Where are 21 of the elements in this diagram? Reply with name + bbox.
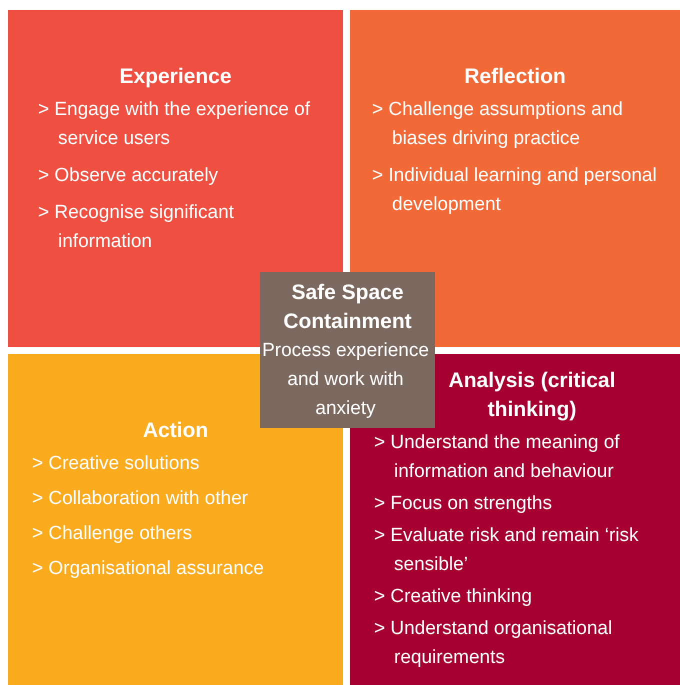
panel-heading: Action xyxy=(142,418,210,444)
panel-heading: Reflection xyxy=(463,64,567,90)
bullet-item: > Creative solutions xyxy=(32,452,200,476)
bullet-item: > Collaboration with other xyxy=(32,487,249,511)
bullet-item: > Recognise significant information xyxy=(38,201,235,254)
bullet-item: > Creative thinking xyxy=(374,585,533,609)
bullet-item: > Challenge assumptions and biases driving practice xyxy=(372,98,624,151)
panel-heading: Safe Space Containment xyxy=(282,280,413,335)
center-box xyxy=(260,272,435,428)
bullet-item: > Individual learning and personal development xyxy=(372,164,658,217)
bullet-item: > Understand organisational requirements xyxy=(374,617,614,670)
panel-heading: Analysis (critical thinking) xyxy=(448,368,616,423)
description-text: Process experience and work with anxiety xyxy=(261,339,430,421)
bullet-item: > Challenge others xyxy=(32,522,194,546)
panel-heading: Experience xyxy=(118,64,233,90)
bullet-item: > Organisational assurance xyxy=(32,557,265,581)
bullet-item: > Understand the meaning of information and behaviour xyxy=(374,431,621,484)
bullet-item: > Engage with the experience of service users xyxy=(38,98,311,151)
bullet-item: > Observe accurately xyxy=(38,164,220,188)
bullet-item: > Focus on strengths xyxy=(374,492,553,516)
bullet-item: > Evaluate risk and remain ‘risk sensible’ xyxy=(374,524,640,577)
